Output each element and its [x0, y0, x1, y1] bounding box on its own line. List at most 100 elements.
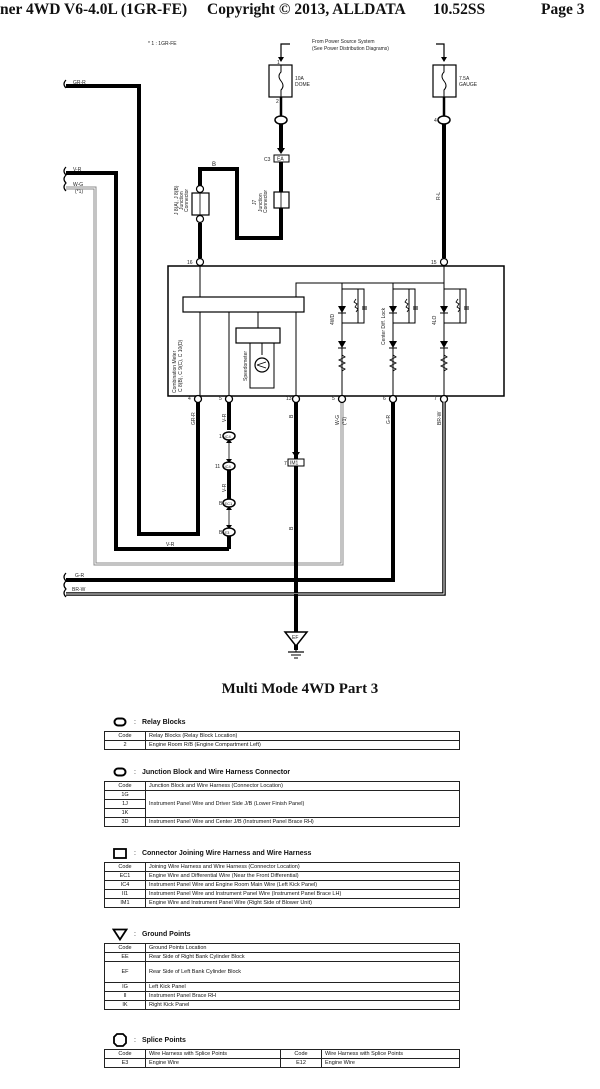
wire-g-r-bottom-label: G-R	[75, 573, 85, 579]
location-cell: Rear Side of Left Bank Cylinder Block	[145, 961, 460, 983]
table-header-row: Code Junction Block and Wire Harness (Co…	[104, 781, 460, 791]
diode-icon	[440, 341, 448, 348]
relay-blocks-table: Code Relay Blocks (Relay Block Location)…	[104, 731, 460, 750]
junction-j8-desc1: Junction	[179, 191, 185, 210]
code-cell: 1G	[104, 790, 146, 800]
led-icon	[338, 306, 346, 313]
meter-pin: 5	[332, 394, 347, 404]
meter-pin: 6	[383, 394, 398, 404]
junction-j8-desc2: Connector	[184, 189, 190, 212]
svg-text:B: B	[219, 501, 223, 507]
wire-v-r-mid-label: V-R	[222, 483, 228, 492]
table-row: 2 Engine Room R/B (Engine Compartment Le…	[104, 740, 460, 750]
connector-3d-label: EA	[277, 157, 284, 163]
copyright-text: Copyright © 2013, ALLDATA	[207, 1, 406, 18]
indicator-circuits: 4WD Center Diff. Lock 4LO	[330, 283, 469, 396]
code-cell: E3	[104, 1058, 146, 1068]
vehicle-title: ner 4WD V6-4.0L (1GR-FE)	[0, 1, 188, 18]
junction-block-symbol-icon	[112, 765, 128, 779]
location-cell: Engine Wire and Instrument Panel Wire (R…	[145, 898, 460, 908]
wiring-diagram: * 1 : 1GR-FE From Power Source System (S…	[0, 22, 600, 672]
svg-text:5: 5	[332, 396, 335, 402]
page-header: ner 4WD V6-4.0L (1GR-FE) Copyright © 201…	[0, 0, 600, 22]
svg-text:EC1: EC1	[225, 501, 234, 506]
junction-j7-name: J7	[252, 200, 258, 206]
indicator-label: 4WD	[330, 314, 336, 326]
wire-gr-r-label: GR-R	[191, 412, 197, 425]
wire-w-g-meter-label: W-G	[335, 415, 341, 425]
section-junction-block: : Junction Block and Wire Harness Connec…	[104, 765, 460, 827]
relay-block-symbol-icon	[112, 715, 128, 729]
im1-code: IM1	[290, 461, 299, 467]
fuse-gauge-pin: 4	[434, 118, 437, 124]
im1-pin: 7	[284, 461, 287, 467]
power-source-label-2: (See Power Distribution Diagrams)	[312, 46, 389, 52]
svg-text:13: 13	[286, 396, 292, 402]
diode-icon	[338, 341, 346, 348]
svg-text:B: B	[219, 530, 223, 536]
location-cell: Engine Room R/B (Engine Compartment Left…	[145, 740, 460, 750]
fuse-gauge-name: GAUGE	[459, 82, 478, 88]
location-cell: Instrument Panel Wire and Center J/B (In…	[145, 817, 460, 827]
location-cell: Instrument Panel Wire and Engine Room Ma…	[145, 880, 460, 890]
location-cell: Instrument Panel Wire and Driver Side J/…	[145, 790, 460, 818]
code-cell: EF	[104, 961, 146, 983]
wire-w-g-label: W-G	[73, 182, 83, 188]
splice-point-symbol-icon	[112, 1033, 128, 1047]
table-header-row: Code Wire Harness with Splice Points Cod…	[104, 1049, 460, 1059]
location-cell: Instrument Panel Wire and Instrument Pan…	[145, 889, 460, 899]
resistor-icon	[337, 354, 347, 372]
resistor-icon	[439, 354, 449, 372]
meter-pin: 13	[286, 394, 301, 404]
speedometer-label: Speedometer	[243, 351, 249, 381]
indicator-2: 4LO	[432, 283, 469, 396]
junction-j8: J 8(A), J 8(B) Junction Connector	[174, 184, 210, 258]
code-cell: 3D	[104, 817, 146, 827]
code-cell: 1J	[104, 799, 146, 809]
junction-j8-name: J 8(A), J 8(B)	[174, 185, 180, 215]
combination-meter: 16 15 Combination Meter C 8(B), C 9(C), …	[167, 257, 505, 397]
header-cell: Code	[280, 1049, 322, 1059]
code-cell: E12	[280, 1058, 322, 1068]
resistor-icon	[388, 354, 398, 372]
indicator-1: Center Diff. Lock	[381, 283, 418, 396]
code-cell: II1	[104, 889, 146, 899]
wire-v-r-label: V-R	[73, 167, 82, 173]
splice-points-table: Code Wire Harness with Splice Points Cod…	[104, 1049, 460, 1068]
harness-cell: Engine Wire	[321, 1058, 460, 1068]
fuse-dome-pin-out: 2	[276, 99, 279, 105]
section-relay-blocks: : Relay Blocks Code Relay Blocks (Relay …	[104, 715, 460, 750]
svg-text:E3: E3	[225, 530, 231, 535]
svg-text:IC4: IC4	[225, 434, 232, 439]
table-header-row: Code Ground Points Location	[104, 943, 460, 953]
led-icon	[389, 306, 397, 313]
lower-wires: GR-R V-R B B IM1 7 W-G (*1) G-R G-R BR-W…	[63, 79, 446, 650]
wire-br-w-bottom-label: BR-W	[72, 587, 86, 593]
wire-b-label: B	[212, 162, 216, 168]
section-title: Connector Joining Wire Harness and Wire …	[141, 849, 312, 857]
meter-name: Combination Meter	[172, 350, 178, 393]
ground-symbol: EF	[283, 631, 309, 659]
footnote: * 1 : 1GR-FE	[148, 41, 177, 47]
header-cell: Wire Harness with Splice Points	[321, 1049, 460, 1059]
fuse-gauge-rating: 7.5A	[459, 76, 470, 82]
svg-text:IC4: IC4	[225, 464, 232, 469]
svg-text:1: 1	[219, 434, 222, 440]
section-title: Splice Points	[141, 1036, 186, 1044]
indicator-label: 4LO	[432, 315, 438, 325]
wire-br-w-label: BR-W	[437, 411, 443, 425]
header-cell: Relay Blocks (Relay Block Location)	[145, 731, 460, 741]
connector-symbol-icon	[112, 846, 128, 860]
header-cell: Wire Harness with Splice Points	[145, 1049, 281, 1059]
ground-point-symbol-icon	[112, 927, 128, 941]
indicator-0: 4WD	[330, 283, 367, 396]
diode-icon	[389, 341, 397, 348]
wire-v-r-bottom-label: V-R	[166, 542, 175, 548]
